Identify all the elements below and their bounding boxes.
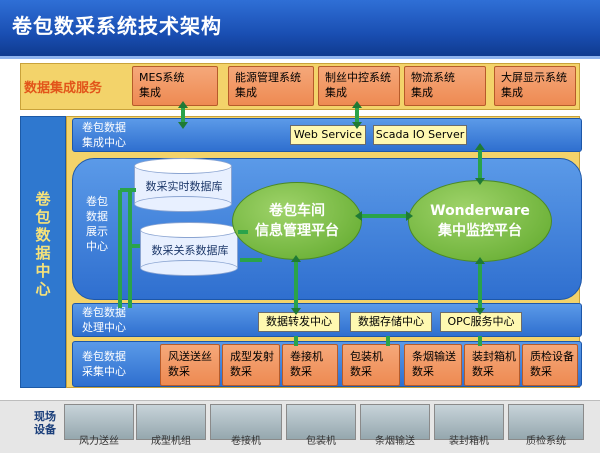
collection-line1: 装封箱机 <box>472 350 516 363</box>
cylinder-bottom <box>134 196 232 212</box>
platform-line1: 卷包车间 <box>269 203 325 219</box>
system-box-line2: 集成 <box>325 86 347 99</box>
collection-line1: 质检设备 <box>530 350 574 363</box>
collection-line2: 数采 <box>472 365 494 378</box>
opc-service-center-box: OPC服务中心 <box>440 312 522 332</box>
collection-box-forming: 成型发射 数采 <box>222 344 280 386</box>
central-monitor-platform: Wonderware 集中监控平台 <box>408 180 552 262</box>
system-box-line2: 集成 <box>235 86 257 99</box>
title-underline <box>0 56 600 59</box>
system-box-line1: 物流系统 <box>411 71 455 84</box>
device-label: 包装机 <box>306 436 336 447</box>
device-label: 卷接机 <box>231 436 261 447</box>
device-label: 成型机组 <box>151 436 191 447</box>
processing-center-label: 卷包数据 处理中心 <box>82 305 126 335</box>
device-thumb-maker <box>210 404 282 440</box>
collection-box-maker: 卷接机 数采 <box>282 344 338 386</box>
relational-database-cylinder: 数采关系数据库 <box>140 222 238 276</box>
collection-line2: 数采 <box>168 365 190 378</box>
data-center-column <box>20 116 66 388</box>
system-box-logistics: 物流系统 集成 <box>404 66 486 106</box>
system-box-line2: 集成 <box>139 86 161 99</box>
scada-io-server-box: Scada IO Server <box>373 125 467 145</box>
collection-line1: 风送送丝 <box>168 350 212 363</box>
collection-line2: 数采 <box>530 365 552 378</box>
row-label-line3: 展示 <box>86 225 108 238</box>
data-forward-center-box: 数据转发中心 <box>258 312 340 332</box>
system-box-line1: MES系统 <box>139 71 185 84</box>
collection-box-case-packer: 装封箱机 数采 <box>464 344 520 386</box>
device-thumb-forming <box>136 404 206 440</box>
collection-line2: 数采 <box>350 365 372 378</box>
device-label: 装封箱机 <box>449 436 489 447</box>
row-label-line1: 卷包数据 <box>82 121 126 134</box>
field-devices-label: 现场设备 <box>34 410 56 436</box>
system-box-energy: 能源管理系统 集成 <box>228 66 314 106</box>
collection-box-air-feed: 风送送丝 数采 <box>160 344 220 386</box>
info-management-platform: 卷包车间 信息管理平台 <box>232 182 362 260</box>
system-box-line1: 能源管理系统 <box>235 71 301 84</box>
device-thumb-case-packer <box>434 404 504 440</box>
database-label: 数采关系数据库 <box>151 244 229 257</box>
device-thumb-packer <box>286 404 356 440</box>
row-label-line1: 卷包数据 <box>82 306 126 319</box>
system-box-line2: 集成 <box>501 86 523 99</box>
system-box-line1: 制丝中控系统 <box>325 71 391 84</box>
integration-label: 数据集成服务 <box>24 81 103 96</box>
collection-line1: 条烟输送 <box>412 350 456 363</box>
collection-line2: 数采 <box>412 365 434 378</box>
collection-line2: 数采 <box>290 365 312 378</box>
cylinder-top <box>134 158 232 174</box>
cylinder-bottom <box>140 260 238 276</box>
row-label-line4: 中心 <box>86 240 108 253</box>
row-label-line1: 卷包数据 <box>82 350 126 363</box>
device-label: 质检系统 <box>526 436 566 447</box>
row-label-line2: 处理中心 <box>82 321 126 334</box>
page-title: 卷包数采系统技术架构 <box>12 14 222 38</box>
realtime-database-cylinder: 数采实时数据库 <box>134 158 232 212</box>
data-storage-center-box: 数据存储中心 <box>350 312 432 332</box>
collection-box-packer: 包装机 数采 <box>342 344 400 386</box>
title-bar <box>0 0 600 56</box>
collection-line1: 成型发射 <box>230 350 274 363</box>
display-center-label: 卷包 数据 展示 中心 <box>86 194 108 254</box>
device-thumb-air-feed <box>64 404 134 440</box>
collection-center-label: 卷包数据 采集中心 <box>82 349 126 379</box>
platform-line2: 集中监控平台 <box>438 223 522 239</box>
database-label: 数采实时数据库 <box>145 180 223 193</box>
data-center-label: 卷包数据中心 <box>35 190 51 298</box>
collection-box-quality-inspection: 质检设备 数采 <box>522 344 578 386</box>
row-label-line2: 数据 <box>86 210 108 223</box>
row-label-line2: 集成中心 <box>82 136 126 149</box>
system-box-big-screen: 大屏显示系统 集成 <box>494 66 576 106</box>
row-label-line1: 卷包 <box>86 195 108 208</box>
platform-line1: Wonderware <box>430 203 530 219</box>
device-label: 风力送丝 <box>79 436 119 447</box>
collection-line2: 数采 <box>230 365 252 378</box>
collection-line1: 卷接机 <box>290 350 323 363</box>
system-box-mes: MES系统 集成 <box>132 66 218 106</box>
device-thumb-quality <box>508 404 584 440</box>
integration-center-label: 卷包数据 集成中心 <box>82 120 126 150</box>
system-box-line1: 大屏显示系统 <box>501 71 567 84</box>
web-service-box: Web Service <box>290 125 366 145</box>
platform-line2: 信息管理平台 <box>255 223 339 239</box>
row-label-line2: 采集中心 <box>82 365 126 378</box>
device-label: 条烟输送 <box>375 436 415 447</box>
device-thumb-carton-conveyor <box>360 404 430 440</box>
system-box-tobacco-control: 制丝中控系统 集成 <box>318 66 400 106</box>
collection-line1: 包装机 <box>350 350 383 363</box>
collection-box-carton-conveyor: 条烟输送 数采 <box>404 344 462 386</box>
system-box-line2: 集成 <box>411 86 433 99</box>
